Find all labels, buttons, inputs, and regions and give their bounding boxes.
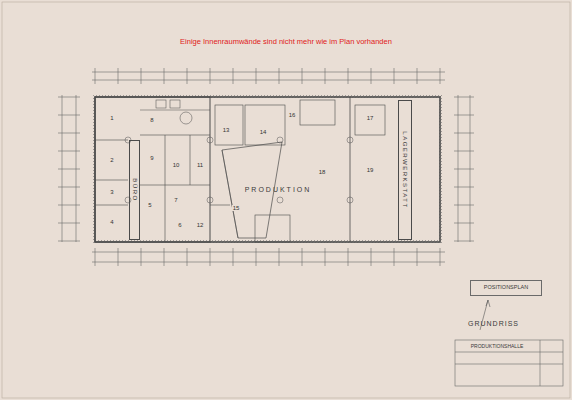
- room-area: BÜRO: [129, 140, 140, 240]
- dimension-lines: [58, 68, 474, 266]
- room-number: 11: [196, 162, 204, 168]
- title-box: POSITIONSPLAN: [470, 280, 542, 296]
- room-number: 15: [232, 205, 241, 211]
- building-walls: [95, 97, 440, 242]
- room-number: 9: [149, 155, 154, 161]
- room-area: LAGERWERKSTATT: [398, 100, 412, 240]
- room-number: 2: [109, 157, 114, 163]
- room-number: 19: [366, 167, 375, 173]
- room-area: PRODUKTION: [236, 182, 320, 196]
- room-name: POSITIONSPLAN: [484, 285, 528, 291]
- columns: [125, 137, 353, 203]
- room-number: 13: [222, 127, 231, 133]
- room-number: 10: [172, 162, 181, 168]
- room-name: LAGERWERKSTATT: [402, 131, 408, 208]
- room-name: BÜRO: [132, 178, 138, 201]
- drawing-title: GRUNDRISS: [468, 320, 519, 327]
- room-number: 12: [196, 222, 205, 228]
- room-number: 8: [149, 117, 154, 123]
- room-number: 5: [147, 202, 152, 208]
- room-number: 14: [259, 129, 268, 135]
- room-number: 17: [366, 115, 375, 121]
- room-number: 4: [109, 219, 114, 225]
- room-number: 3: [109, 189, 114, 195]
- wall-hatching: [93, 95, 442, 243]
- room-number: 1: [109, 115, 114, 121]
- plan-note: Einige Innenraumwände sind nicht mehr wi…: [180, 38, 392, 46]
- title-block: [455, 340, 563, 386]
- room-name: PRODUKTIONSHALLE: [471, 344, 524, 349]
- title-box: PRODUKTIONSHALLE: [457, 342, 537, 351]
- room-name: PRODUKTION: [245, 186, 312, 193]
- room-number: 7: [173, 197, 178, 203]
- room-number: 16: [288, 112, 297, 118]
- room-number: 18: [318, 169, 327, 175]
- room-number: 6: [177, 222, 182, 228]
